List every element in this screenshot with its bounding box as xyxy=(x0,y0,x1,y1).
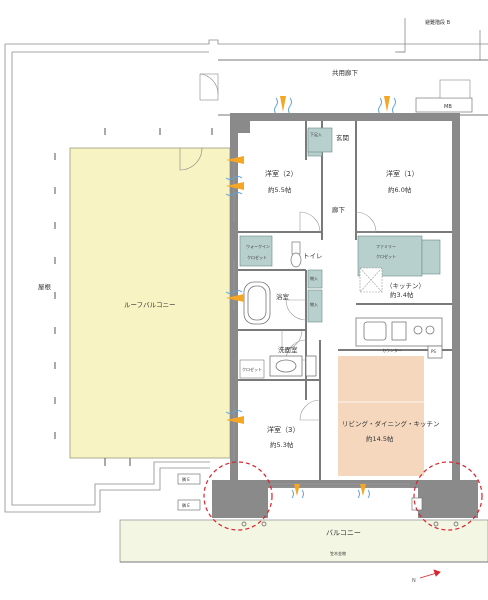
bedroom2-size: 約5.5帖 xyxy=(268,185,292,194)
common-corridor-label: 共用廊下 xyxy=(332,68,359,77)
roof-label: 屋根 xyxy=(38,282,52,291)
bedroom1-size: 約6.0帖 xyxy=(388,185,412,194)
highlight-circles xyxy=(203,461,483,531)
laundry-label: 洗面室 xyxy=(278,345,298,354)
roof-balcony-label: ルーフバルコニー xyxy=(124,301,175,309)
balcony-area xyxy=(119,519,488,563)
bedroom2-name: 洋室（2） xyxy=(265,169,297,178)
walkin-closet-box xyxy=(239,235,273,267)
shoe-storage-box xyxy=(307,127,333,153)
bathroom-label: 浴室 xyxy=(276,292,290,301)
refrigerator xyxy=(359,267,383,293)
evac-hatches xyxy=(177,473,423,511)
washbasin xyxy=(269,355,317,377)
counter-label: カウンター xyxy=(382,347,402,353)
entrance-label: 玄関 xyxy=(336,133,349,142)
evac-hatch-label-2: 隣 E xyxy=(182,502,190,508)
evac-hatch-label-1: 隣 E xyxy=(182,476,190,482)
ps-label: PS xyxy=(431,349,436,354)
storage-a-label: 物入 xyxy=(310,275,318,281)
bathtub xyxy=(243,281,271,325)
evacuation-stairs-label: 避難階段 B xyxy=(425,19,451,26)
window-markers xyxy=(226,96,390,496)
north-arrow xyxy=(419,569,441,579)
highlight-circle-right xyxy=(413,461,483,531)
ventilation-marks xyxy=(225,97,396,499)
mb-cabinet xyxy=(439,79,471,99)
storage-a-box xyxy=(307,269,323,289)
storage-b-box xyxy=(307,289,323,323)
roof-balcony-door xyxy=(179,147,203,171)
laundry-closet-box xyxy=(239,359,265,379)
storage-b-label: 物入 xyxy=(310,301,318,307)
family-closet-label-2: クロゼット xyxy=(376,253,396,259)
north-label: N xyxy=(412,578,416,584)
ldk-name: リビング・ダイニング・キッチン xyxy=(342,419,440,428)
toilet-label: トイレ xyxy=(303,252,323,260)
ldk-size: 約14.5帖 xyxy=(366,434,394,443)
hallway-label: 廊下 xyxy=(332,205,346,214)
bedroom3-name: 洋室（3） xyxy=(267,425,299,434)
ldk-highlight xyxy=(338,356,424,476)
railing-posts xyxy=(54,128,213,466)
pillar-marks xyxy=(241,521,459,527)
walkin-closet-label-2: クロゼット xyxy=(247,254,267,260)
toilet-fixture xyxy=(290,241,302,268)
mb-label: MB xyxy=(444,104,452,110)
balcony-windows xyxy=(233,160,410,488)
corridor-door xyxy=(199,73,219,101)
highlight-circle-left xyxy=(203,461,273,531)
kitchen-counter xyxy=(355,317,443,359)
kitchen-size: 約3.4帖 xyxy=(390,290,414,299)
roof-outline xyxy=(4,18,488,513)
roof-balcony-area xyxy=(69,147,231,459)
closet-label: クロゼット xyxy=(242,366,262,372)
shoe-storage-label: 下足入 xyxy=(310,132,322,137)
walkin-closet-label-1: ウォークイン xyxy=(246,243,270,249)
fixtures xyxy=(239,127,441,323)
balcony-label: バルコニー xyxy=(326,529,361,537)
railing-label: 笠木金物 xyxy=(330,550,346,556)
bedroom3-size: 約5.3帖 xyxy=(270,440,294,449)
interior-walls xyxy=(238,121,452,480)
kitchen-name: （キッチン） xyxy=(386,282,425,290)
family-closet-label-1: ファミリー xyxy=(376,244,396,249)
bedroom1-name: 洋室（1） xyxy=(386,169,418,178)
